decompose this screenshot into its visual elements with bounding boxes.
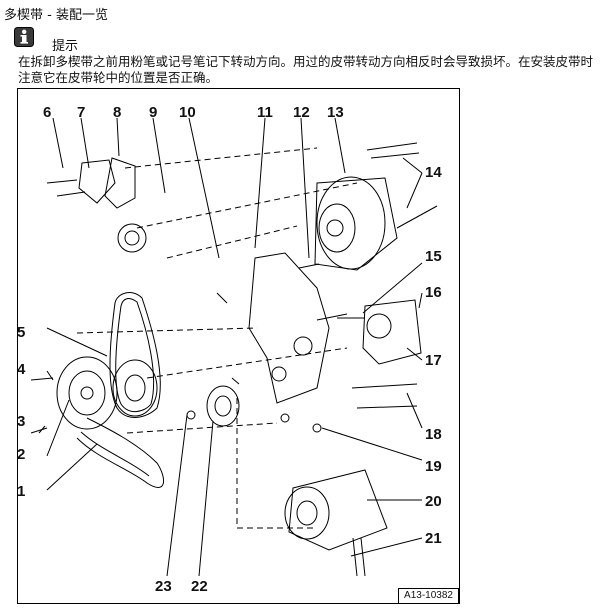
- callout-5: 5: [17, 324, 26, 341]
- page-title: 多楔带 - 装配一览: [4, 8, 108, 23]
- callout-17: 17: [425, 352, 442, 369]
- callout-23: 23: [155, 578, 172, 595]
- callout-1: 1: [17, 483, 26, 500]
- callout-14: 14: [425, 164, 442, 181]
- hint-text: 在拆卸多楔带之前用粉笔或记号笔记下转动方向。用过的皮带转动方向相反时会导致损坏。…: [18, 54, 594, 85]
- callout-7: 7: [77, 104, 86, 121]
- callout-4: 4: [17, 361, 26, 378]
- callout-8: 8: [113, 104, 122, 121]
- assembly-figure: 6 7 8 9 10 11 12 13 14 15 16 17 18 19 20…: [17, 88, 460, 604]
- callout-19: 19: [425, 458, 442, 475]
- callout-9: 9: [149, 104, 158, 121]
- callout-3: 3: [17, 413, 26, 430]
- callout-18: 18: [425, 426, 442, 443]
- callout-15: 15: [425, 248, 442, 265]
- callout-16: 16: [425, 284, 442, 301]
- callout-6: 6: [43, 104, 52, 121]
- callout-11: 11: [257, 104, 273, 121]
- callout-22: 22: [191, 578, 208, 595]
- hint-label: 提示: [52, 39, 79, 54]
- callout-21: 21: [425, 530, 442, 547]
- callout-10: 10: [179, 104, 196, 121]
- info-icon: [14, 27, 34, 47]
- figure-id-label: A13-10382: [398, 588, 459, 604]
- callout-13: 13: [327, 104, 344, 121]
- callout-2: 2: [17, 446, 26, 463]
- callout-20: 20: [425, 493, 442, 510]
- assembly-drawing: [17, 88, 460, 604]
- callout-12: 12: [293, 104, 310, 121]
